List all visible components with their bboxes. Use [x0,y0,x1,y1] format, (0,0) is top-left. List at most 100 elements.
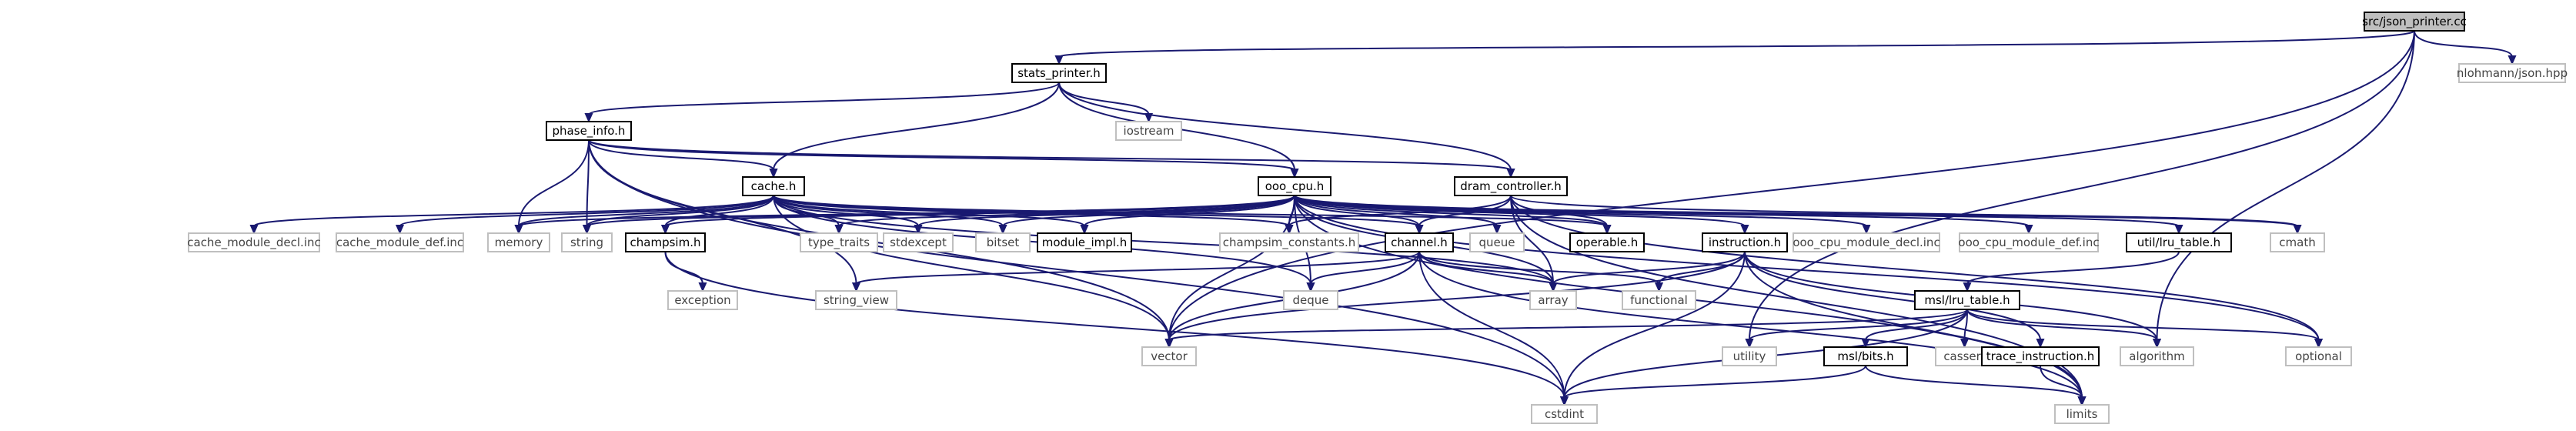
node-cmath: cmath [2270,232,2325,252]
node-box [2126,232,2232,252]
arrowhead [834,225,844,235]
arrowhead [1862,225,1871,235]
node-instruction[interactable]: instruction.h [1702,232,1788,252]
arrowhead [1549,282,1558,292]
edge-stats_printer-to-cache [769,82,1060,179]
node-box [1283,290,1338,310]
node-label: util/lru_table.h [2137,236,2220,250]
arrowhead [2293,225,2302,235]
node-utility: utility [1722,346,1777,366]
edge-ooo_cpu-to-instruction [1294,195,1749,235]
edge-root-to-stats_printer [1054,30,2415,65]
node-box [1622,290,1696,310]
node-box [336,232,464,252]
arrowhead [1960,339,1970,349]
edge-dram_controller-to-channel [1415,195,1512,235]
edge-cache-to-cache_module_decl [249,195,774,235]
node-root[interactable]: src/json_printer.cc [2362,12,2467,32]
node-label: cstdint [1545,407,1584,421]
arrowhead [584,113,593,123]
arrowhead [2036,339,2045,349]
arrowhead [1745,339,1754,349]
arrowhead [1415,225,1424,235]
arrowhead [914,225,923,235]
arrowhead [2152,339,2162,349]
node-type-traits: type_traits [800,232,878,252]
edge-champsim_h-to-cstdint [664,251,1569,406]
arrowhead [998,225,1007,235]
node-label: src/json_printer.cc [2362,15,2467,29]
node-box [1531,404,1598,424]
node-nlohmann: nlohmann/json.hpp [2457,63,2568,83]
node-msl-bits[interactable]: msl/bits.h [1823,346,1908,366]
edge-channel-to-deque [1306,251,1420,292]
node-label: string [570,236,603,249]
node-label: phase_info.h [553,124,626,139]
node-label: cassert [1943,349,1985,363]
node-string: string [561,232,613,252]
node-label: memory [495,236,543,249]
node-box [546,121,632,141]
node-box [1529,290,1577,310]
node-trace-instruction[interactable]: trace_instruction.h [1981,346,2100,366]
node-champsim-h[interactable]: champsim.h [625,232,706,252]
edge-ooo_cpu-to-util_lru_table [1294,195,2183,235]
node-iostream: iostream [1115,121,1182,141]
edge-dram_controller-to-operable [1510,195,1612,235]
node-box [1981,346,2100,366]
node-module-impl[interactable]: module_impl.h [1037,232,1132,252]
node-ooo-cpu-module-decl: ooo_cpu_module_decl.inc [1793,232,1940,252]
arrowhead [2077,396,2087,406]
node-box [1141,346,1197,366]
node-box [1722,346,1777,366]
arrowhead [2508,55,2517,65]
edge-msl_bits-to-cstdint [1559,365,1866,406]
node-label: cache_module_def.inc [336,236,463,250]
edge-msl_bits-to-limits [1865,365,2087,406]
node-cache[interactable]: cache.h [742,176,805,196]
node-stats-printer[interactable]: stats_printer.h [1011,63,1107,83]
node-ooo-cpu[interactable]: ooo_cpu.h [1258,176,1331,196]
node-label: nlohmann/json.hpp [2457,66,2568,80]
node-vector: vector [1141,346,1197,366]
node-label: stats_printer.h [1017,66,1101,81]
node-label: ooo_cpu_module_decl.inc [1793,236,1940,250]
edge-ooo_cpu-to-module_impl [1080,195,1295,235]
node-deque: deque [1283,290,1338,310]
arrowhead [1861,339,1870,349]
arrowhead [2314,339,2324,349]
node-msl-lru-table[interactable]: msl/lru_table.h [1914,290,2020,310]
node-label: ooo_cpu_module_def.inc [1958,236,2099,250]
edges-layer [249,30,2517,406]
node-label: msl/lru_table.h [1924,293,2010,308]
node-util-lru-table[interactable]: util/lru_table.h [2126,232,2232,252]
node-dram-controller[interactable]: dram_controller.h [1454,176,1568,196]
edge-msl_lru_table-to-utility [1745,309,1968,349]
edge-ooo_cpu-to-bitset [998,195,1295,235]
arrowhead [1080,225,1089,235]
arrowhead [249,225,259,235]
edge-champsim_h-to-exception [664,251,707,292]
node-box [188,232,320,252]
node-label: algorithm [2129,349,2184,363]
edge-msl_lru_table-to-cassert [1960,309,1970,349]
node-box [2054,404,2110,424]
node-label: stdexcept [890,236,947,249]
edge-ooo_cpu-to-champsim_h [660,195,1295,235]
node-label: msl/bits.h [1837,349,1893,363]
node-operable[interactable]: operable.h [1569,232,1645,252]
arrowhead [1290,169,1299,179]
node-box [487,232,550,252]
node-phase-info[interactable]: phase_info.h [546,121,632,141]
node-label: deque [1292,293,1328,307]
edge-msl_lru_table-to-vector [1164,309,1968,349]
arrowhead [582,225,592,235]
node-channel[interactable]: channel.h [1385,232,1454,252]
node-box [1914,290,2020,310]
edge-util_lru_table-to-msl_lru_table [1963,251,2180,292]
edge-channel-to-string_view [851,251,1420,292]
node-box [1385,232,1454,252]
edge-root-to-algorithm [2152,30,2415,349]
arrowhead [1740,225,1749,235]
